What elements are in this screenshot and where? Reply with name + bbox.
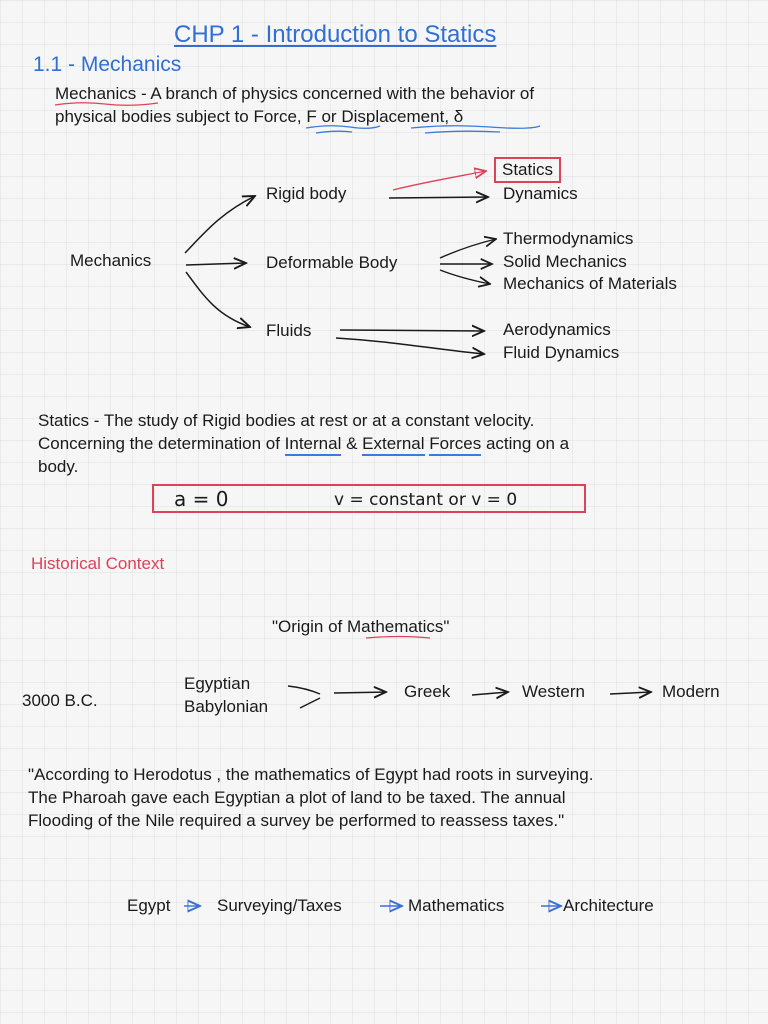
arrow-fluids-fluid-dyn [335,337,484,354]
arrow-rigid-dynamics [388,197,488,198]
babylonian-label: Babylonian [184,697,269,716]
definition-line-1: Mechanics - A branch of physics concerne… [55,84,534,104]
tree-deformable-body: Deformable Body [266,253,398,272]
arrow-deformable-thermo [439,239,496,259]
displacement-underline-2 [424,130,501,134]
year-label: 3000 B.C. [22,691,98,710]
modern-label: Modern [662,682,720,701]
greek-label: Greek [404,682,451,701]
delta-symbol: , δ [444,107,464,126]
equation-right: v = constant or v = 0 [334,490,518,510]
tree-thermodynamics: Thermodynamics [503,229,634,248]
statics-definition-line-2: Concerning the determination of Internal… [38,434,570,456]
quote-line-2: The Pharoah gave each Egyptian a plot of… [28,788,566,807]
egyptian-label: Egyptian [184,674,251,693]
tree-statics: Statics [494,157,562,183]
forces-term: Forces [429,434,482,456]
tree-dynamics: Dynamics [503,184,578,203]
arrow-to-greek [333,692,386,693]
chain-mathematics: Mathematics [408,896,505,915]
brace-bottom [299,697,321,709]
tree-fluid-dynamics: Fluid Dynamics [503,343,620,362]
external-term: External [362,434,425,456]
equation-box: a = 0 v = constant or v = 0 [152,484,586,513]
quote-line-3: Flooding of the Nile required a survey b… [28,811,565,830]
statics-text-2: Concerning the determination of [38,434,285,453]
definition-text: - A branch of physics concerned with the… [136,84,535,103]
statics-definition-line-1: Statics - The study of Rigid bodies at r… [38,411,535,430]
chain-egypt: Egypt [127,896,171,915]
branch-rigid [184,196,255,254]
tree-solid-mechanics: Solid Mechanics [503,252,627,271]
branch-fluids [185,271,250,327]
force-term: Force, F [253,107,317,126]
tree-rigid-body: Rigid body [266,184,347,203]
statics-text-end: acting on a [481,434,570,453]
or-text: or [316,107,342,126]
tree-mechanics-of-materials: Mechanics of Materials [503,274,677,293]
internal-term: Internal [284,434,342,456]
force-underline-2 [315,130,353,134]
tree-aerodynamics: Aerodynamics [503,320,611,339]
origin-of-mathematics: "Origin of Mathematics" [272,617,450,636]
brace-top [287,685,321,695]
statics-definition-line-3: body. [38,457,79,476]
quote-line-1: "According to Herodotus , the mathematic… [28,765,594,784]
amp-text: & [341,434,363,453]
chain-surveying: Surveying/Taxes [217,896,342,915]
chain-architecture: Architecture [563,896,654,915]
equation-left: a = 0 [174,487,229,511]
chapter-title: CHP 1 - Introduction to Statics [174,21,497,48]
section-title: 1.1 - Mechanics [33,53,182,76]
historical-heading: Historical Context [31,554,165,573]
mechanics-term: Mechanics [55,84,137,103]
tree-root: Mechanics [70,251,152,270]
definition-text-2: physical bodies subject to [55,107,254,126]
definition-line-2: physical bodies subject to Force, F or D… [55,107,463,127]
western-label: Western [522,682,585,701]
arrow-rigid-statics [392,171,486,191]
arrow-fluids-aero [339,330,484,331]
arrow-deformable-materials [439,269,490,284]
branch-deformable [185,263,246,265]
tree-fluids: Fluids [266,321,312,340]
arrow-to-western [471,692,508,695]
displacement-term: Displacement [341,107,445,126]
arrow-to-modern [609,692,651,694]
